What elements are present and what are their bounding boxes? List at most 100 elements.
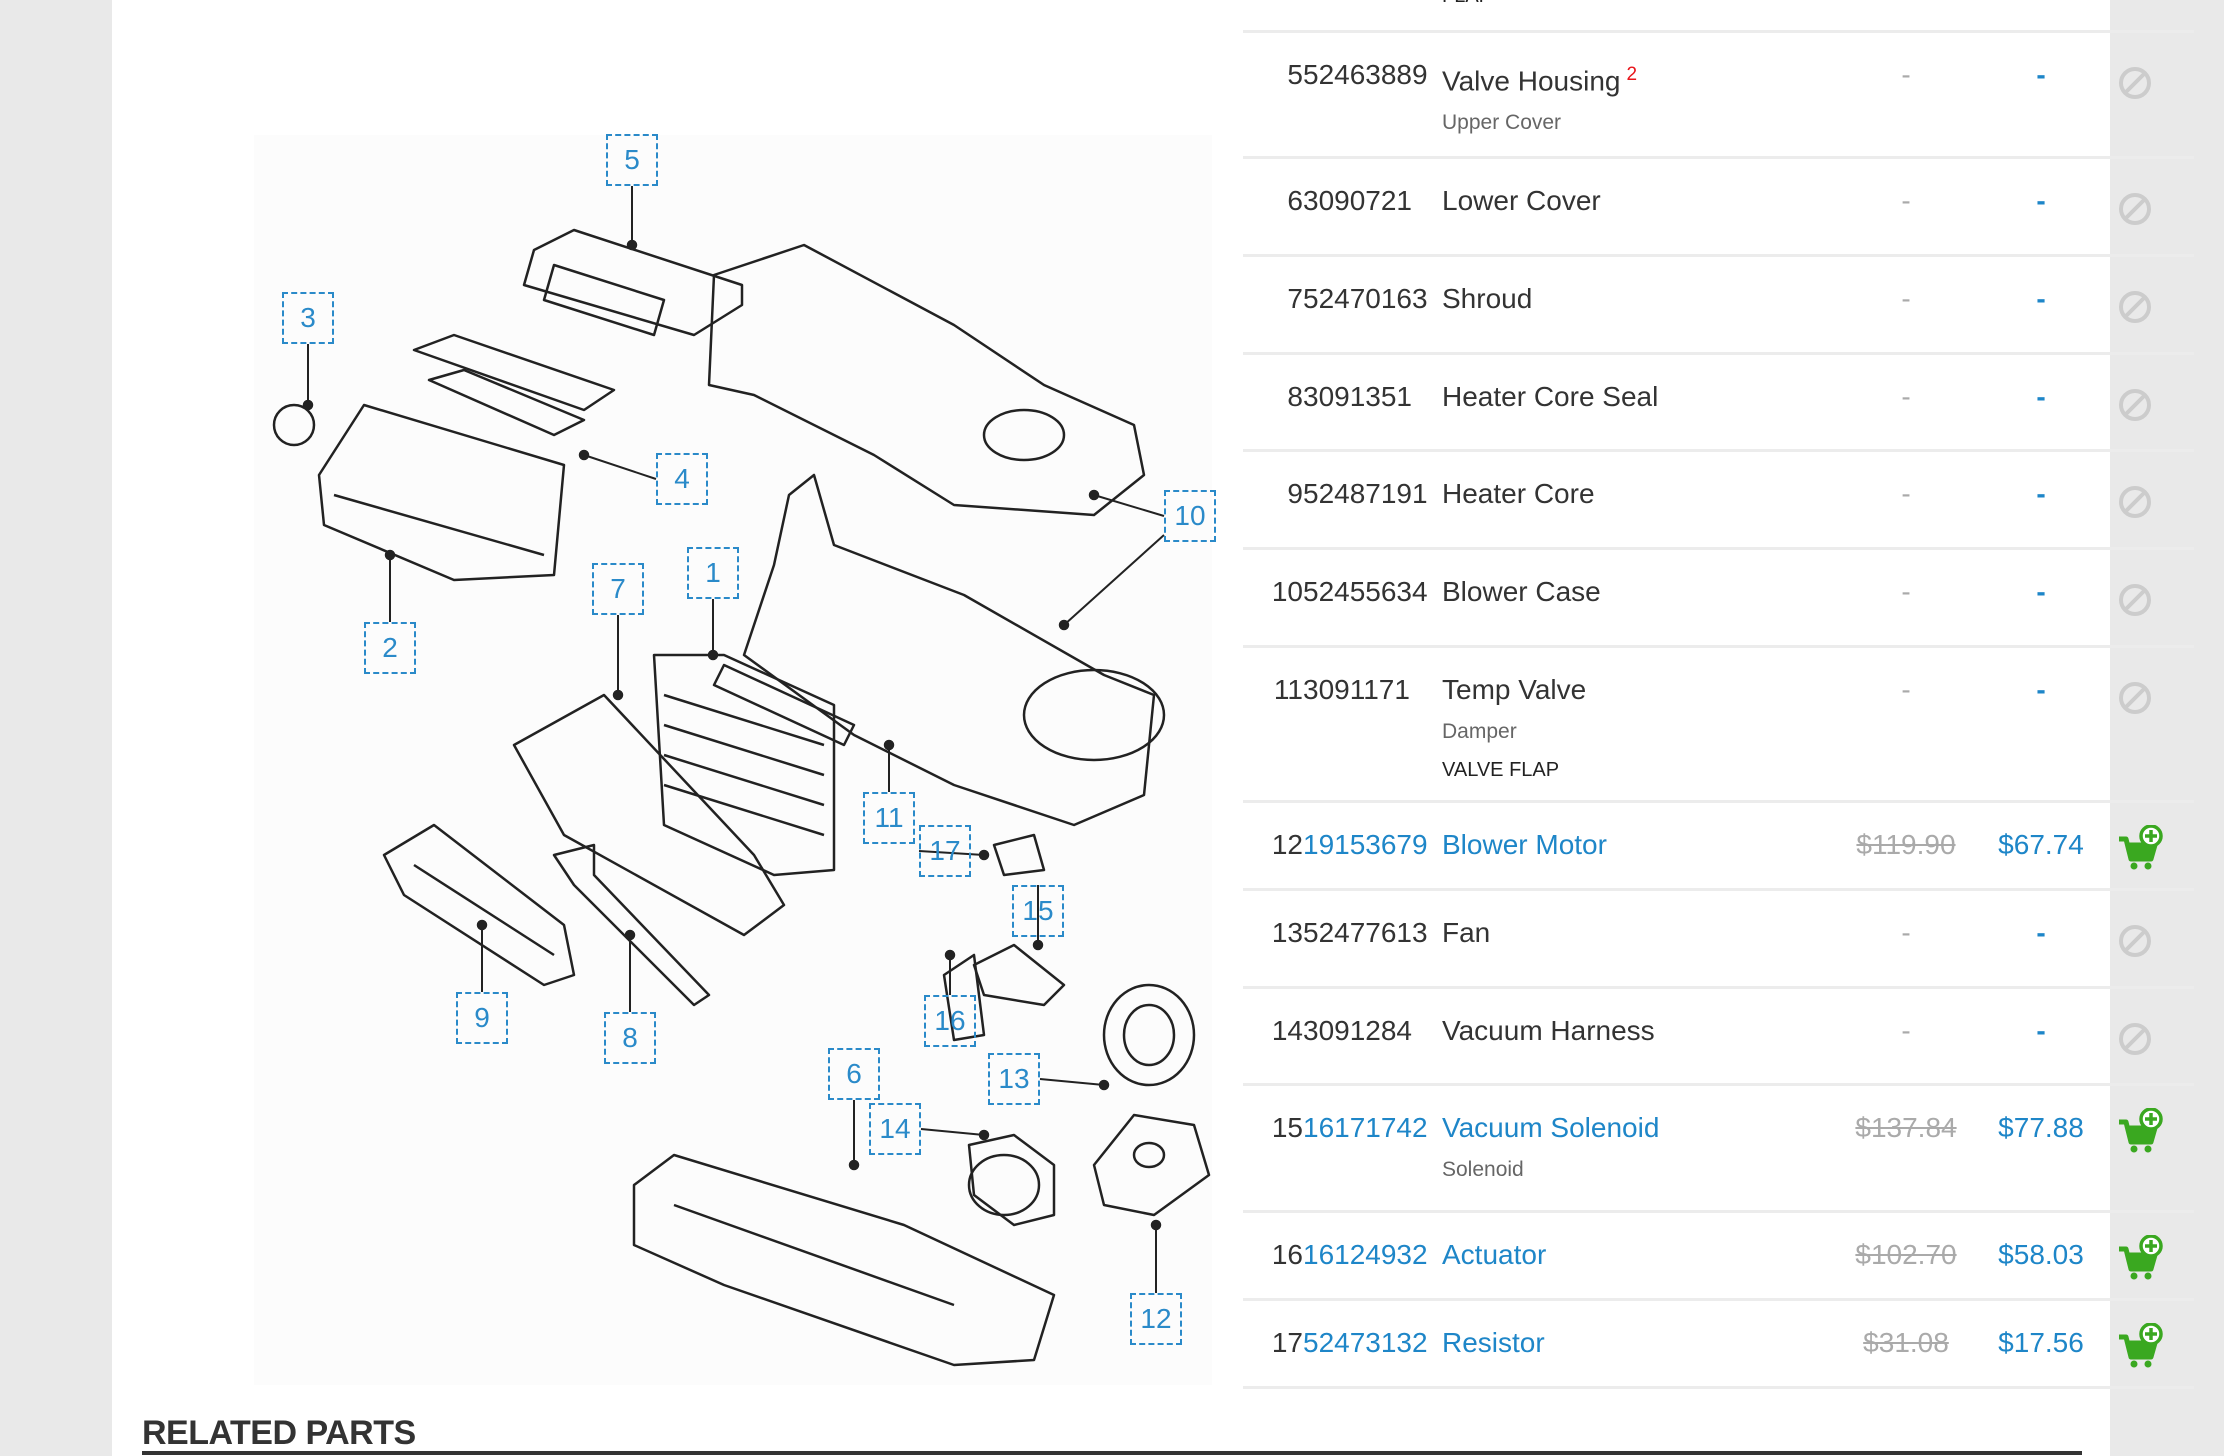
part-outline xyxy=(382,823,576,987)
cart-plus-icon xyxy=(2119,1322,2163,1368)
add-to-cart-button[interactable] xyxy=(2117,1107,2163,1154)
part-outline xyxy=(512,693,786,937)
part-number-link[interactable]: 52473132 xyxy=(1303,1327,1428,1358)
sale-price: - xyxy=(2036,478,2046,509)
callout-13[interactable]: 13 xyxy=(988,1053,1040,1105)
callout-2[interactable]: 2 xyxy=(364,622,416,674)
part-name: Shroud xyxy=(1442,283,1533,314)
unavailable-icon xyxy=(2117,387,2163,433)
add-to-cart-button[interactable] xyxy=(2117,1322,2163,1369)
part-name-link[interactable]: Actuator xyxy=(1442,1239,1547,1270)
unavailable-icon xyxy=(2117,484,2163,530)
part-name-cell: Heater Core Seal xyxy=(1442,379,1658,415)
callout-12[interactable]: 12 xyxy=(1130,1293,1182,1345)
add-to-cart-button[interactable] xyxy=(2117,824,2163,871)
part-name: Fan xyxy=(1442,917,1491,948)
add-to-cart-button[interactable] xyxy=(2117,1234,2163,1281)
part-note: FLAP xyxy=(1442,0,1492,14)
callout-16[interactable]: 16 xyxy=(924,995,976,1047)
part-outline xyxy=(707,243,1146,517)
leader-arrowhead xyxy=(624,929,636,941)
part-outline xyxy=(942,953,986,1042)
leader-line xyxy=(920,1128,985,1136)
callout-9[interactable]: 9 xyxy=(456,992,508,1044)
leader-arrowhead xyxy=(1058,619,1070,631)
part-outline xyxy=(1102,983,1196,1087)
part-outline xyxy=(632,1153,1056,1367)
sale-price: $58.03 xyxy=(1998,1239,2084,1270)
part-number-link[interactable]: 16124932 xyxy=(1303,1239,1428,1270)
part-number: 3091171 xyxy=(1303,674,1410,705)
unavailable-icon xyxy=(2117,289,2163,335)
leader-line xyxy=(1093,494,1165,517)
callout-17[interactable]: 17 xyxy=(919,825,971,877)
part-number: 3091351 xyxy=(1303,381,1413,412)
part-outline xyxy=(413,863,555,957)
part-outline xyxy=(663,693,825,747)
diagram-ref-number: 6 xyxy=(1287,185,1303,216)
callout-14[interactable]: 14 xyxy=(869,1103,921,1155)
leader-arrowhead xyxy=(1032,939,1044,951)
list-price: - xyxy=(1901,59,1911,90)
unavailable-icon xyxy=(2117,582,2163,628)
part-outline xyxy=(967,1153,1041,1217)
part-name: Vacuum Harness xyxy=(1442,1015,1655,1046)
part-number: 52487191 xyxy=(1303,478,1428,509)
callout-5[interactable]: 5 xyxy=(606,134,658,186)
part-outline xyxy=(522,228,744,337)
callout-3[interactable]: 3 xyxy=(282,292,334,344)
callout-15[interactable]: 15 xyxy=(1012,885,1064,937)
unavailable-icon xyxy=(2117,680,2163,726)
part-name-cell: Vacuum Harness xyxy=(1442,1013,1655,1049)
diagram-ref-number: 11 xyxy=(1273,674,1303,705)
leader-arrowhead xyxy=(848,1159,860,1171)
sale-price: - xyxy=(2036,185,2046,216)
callout-10[interactable]: 10 xyxy=(1164,490,1216,542)
part-outline xyxy=(673,1203,955,1307)
sale-price: - xyxy=(2036,59,2046,90)
part-name-link[interactable]: Vacuum Solenoid xyxy=(1442,1112,1660,1143)
cart-plus-icon xyxy=(2119,1107,2163,1153)
diagram-ref-number: 15 xyxy=(1271,1112,1303,1143)
leader-arrowhead xyxy=(626,239,638,251)
leader-arrowhead xyxy=(883,739,895,751)
part-outline xyxy=(427,368,586,437)
part-name-cell: Actuator xyxy=(1442,1237,1546,1273)
sale-price: - xyxy=(2036,576,2046,607)
part-name-link[interactable]: Resistor xyxy=(1442,1327,1545,1358)
unavailable-icon xyxy=(2117,65,2163,111)
part-outline xyxy=(967,1133,1056,1227)
diagram-ref-number: 9 xyxy=(1287,478,1303,509)
list-price: - xyxy=(1901,185,1911,216)
part-outline xyxy=(412,333,616,412)
part-name-link[interactable]: Blower Motor xyxy=(1442,829,1607,860)
sale-price: - xyxy=(2036,917,2046,948)
sale-price: - xyxy=(2036,283,2046,314)
list-price: $119.90 xyxy=(1856,829,1956,860)
callout-7[interactable]: 7 xyxy=(592,563,644,615)
leader-arrowhead xyxy=(384,549,396,561)
part-description: Damper xyxy=(1442,720,1517,743)
callout-6[interactable]: 6 xyxy=(828,1048,880,1100)
unavailable-icon xyxy=(2117,1021,2163,1067)
callout-8[interactable]: 8 xyxy=(604,1012,656,1064)
callout-4[interactable]: 4 xyxy=(656,453,708,505)
part-number-link[interactable]: 16171742 xyxy=(1303,1112,1428,1143)
callout-1[interactable]: 1 xyxy=(687,547,739,599)
footnote-marker[interactable]: 2 xyxy=(1626,64,1638,85)
sale-price: - xyxy=(2036,1015,2046,1046)
callout-11[interactable]: 11 xyxy=(863,792,915,844)
part-number-link[interactable]: 19153679 xyxy=(1303,829,1428,860)
part-outline xyxy=(542,263,666,337)
